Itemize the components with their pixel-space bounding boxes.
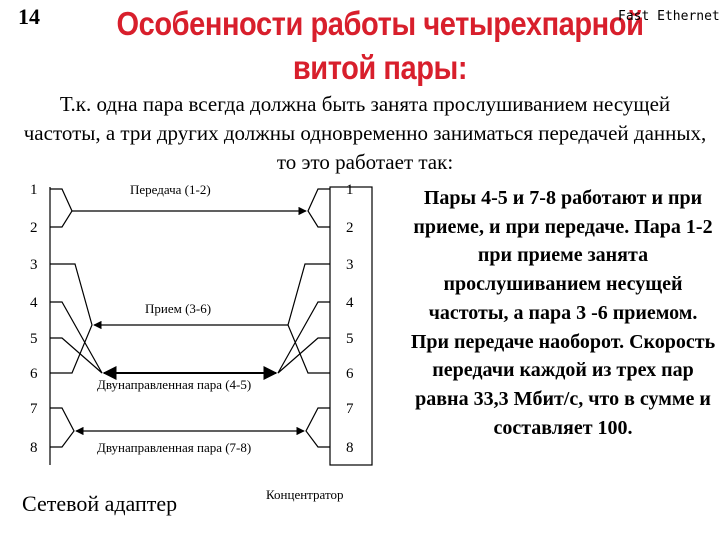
adapter-pin-1: 1 [30,182,38,198]
transmit-pair-label: Передача (1-2) [130,182,211,197]
adapter-pin-6: 6 [30,366,38,382]
hub-pin-4: 4 [346,295,354,311]
pair-1-2-transmit [50,188,330,228]
adapter-pin-5: 5 [30,331,38,347]
hub-pin-3: 3 [346,257,354,273]
hub-pin-1: 1 [346,182,354,198]
hub-caption: Концентратор [266,487,343,502]
adapter-pins: 1 2 3 4 5 6 7 8 [30,182,38,456]
hub-pin-5: 5 [346,331,354,347]
receive-pair-label: Прием (3-6) [145,301,211,316]
pair-4-5-bidirectional [50,301,330,380]
hub-pin-2: 2 [346,220,354,236]
technology-tag: Fast Ethernet [618,9,720,24]
slide-number: 14 [18,4,40,29]
adapter-pin-3: 3 [30,257,38,273]
intro-paragraph: Т.к. одна пара всегда должна быть занята… [23,92,707,174]
pairs-explanation: Пары 4-5 и 7-8 работают и при приеме, и … [410,187,716,439]
adapter-pin-4: 4 [30,295,38,311]
hub-pins: 1 2 3 4 5 6 7 8 [346,182,354,456]
hub-box [329,186,373,466]
network-adapter-caption: Сетевой адаптер [22,491,177,516]
adapter-pin-8: 8 [30,440,38,456]
pair-7-8-bidirectional [50,407,330,448]
slide-title: Особенности работы четырехпарной витой п… [116,5,644,86]
pair-wiring-diagram: 1 2 3 4 5 6 7 8 1 2 3 4 5 6 7 8 Передача (1-2) Прием (… [22,182,373,516]
bidirectional-pair-7-8-label: Двунаправленная пара (7-8) [97,440,251,455]
hub-pin-8: 8 [346,440,354,456]
adapter-pin-2: 2 [30,220,38,236]
bidirectional-pair-4-5-label: Двунаправленная пара (4-5) [97,377,251,392]
pair-3-6-receive [50,263,330,374]
adapter-pin-7: 7 [30,401,38,417]
hub-pin-7: 7 [346,401,354,417]
hub-pin-6: 6 [346,366,354,382]
